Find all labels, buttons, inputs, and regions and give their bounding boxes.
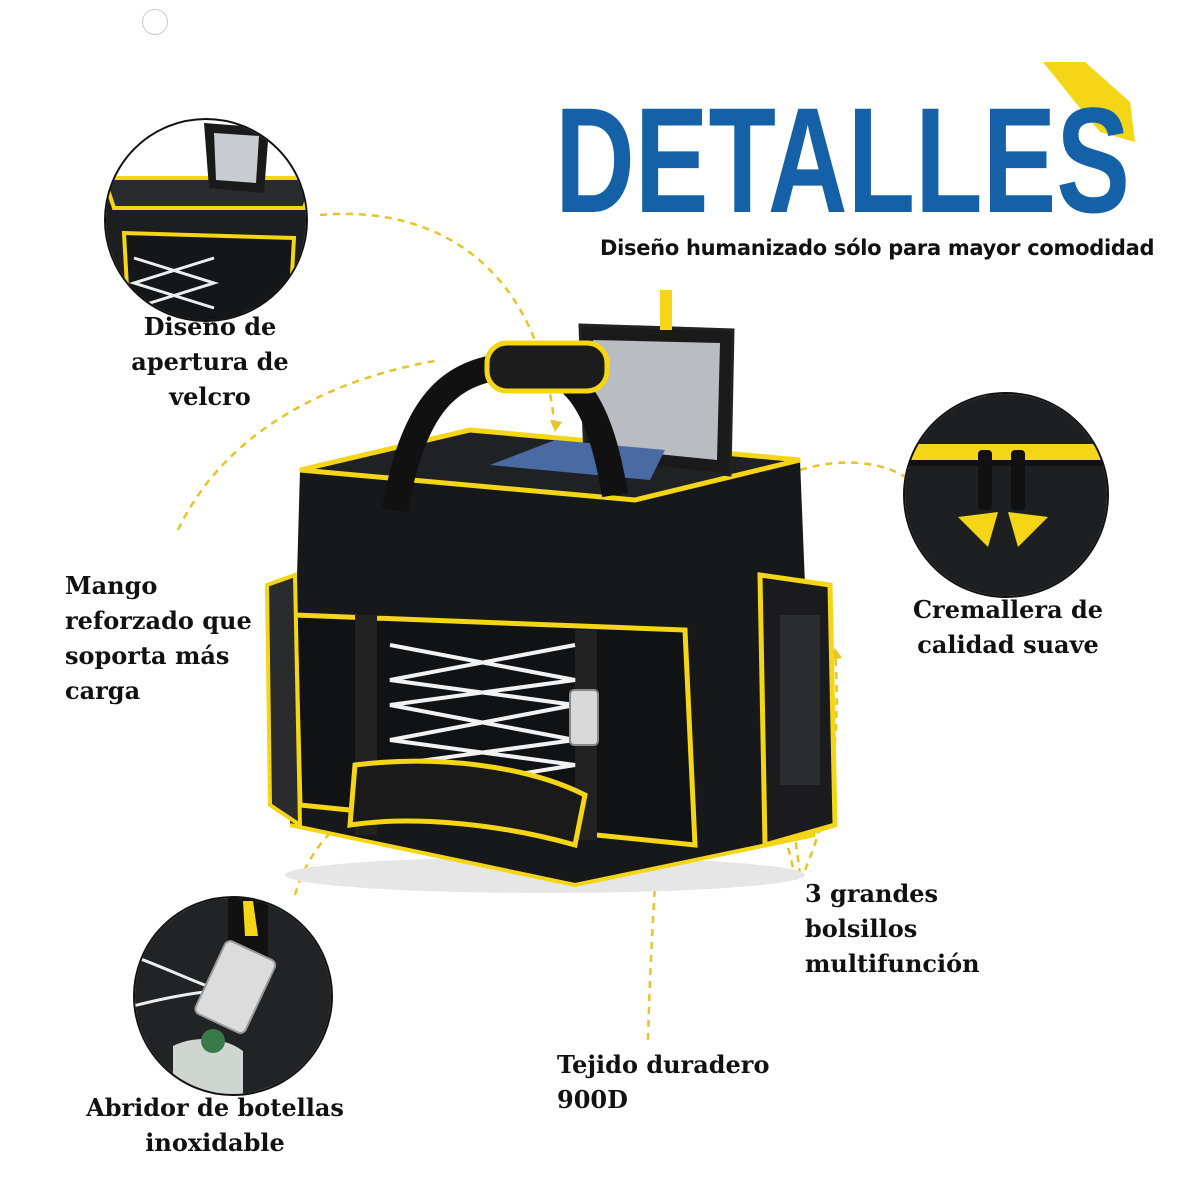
detail-opener-image <box>133 896 333 1096</box>
callout-velcro: Diseño de apertura de velcro <box>131 312 289 411</box>
page-title: DETALLES <box>555 76 1130 244</box>
callout-fabric: Tejido duradero 900D <box>557 1050 770 1114</box>
line-zipper <box>799 461 911 482</box>
callout-zipper: Cremallera de calidad suave <box>912 595 1104 659</box>
cooler-bag-image <box>264 290 838 893</box>
page-subtitle: Diseño humanizado sólo para mayor comodi… <box>600 236 1155 260</box>
detail-zipper-image <box>903 392 1109 598</box>
callout-handle: Mango reforzado que soporta más carga <box>65 571 252 705</box>
callout-opener: Abridor de botellas inoxidable <box>86 1093 344 1157</box>
line-velcro <box>319 212 557 431</box>
title-accent-swoosh <box>1043 62 1135 142</box>
title-graphic: DETALLES <box>555 62 1135 244</box>
line-fabric <box>646 809 662 1041</box>
detail-velcro-image <box>104 118 308 322</box>
callout-pockets: 3 grandes bolsillos multifunción <box>805 879 980 978</box>
line-handle <box>176 358 441 531</box>
line-pockets-c <box>803 649 838 871</box>
select-radio[interactable] <box>142 9 168 35</box>
